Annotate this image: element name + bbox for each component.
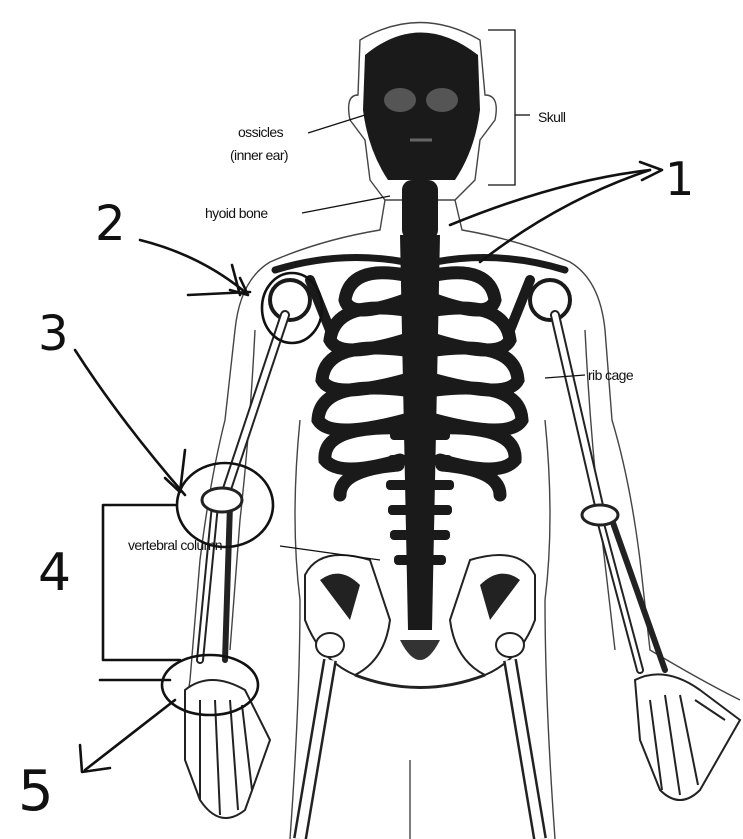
annotation-2: 2: [95, 196, 126, 252]
inner-ear-label: (inner ear): [230, 147, 288, 163]
ossicles-label: ossicles: [238, 124, 284, 140]
spine-bone: [386, 180, 454, 630]
skull-bone: [363, 33, 480, 181]
annotation-1: 1: [665, 152, 694, 206]
skull-label: Skull: [538, 109, 566, 125]
rib-cage-label: rib cage: [588, 367, 634, 383]
hyoid-label: hyoid bone: [205, 205, 268, 221]
annotation-5: 5: [18, 759, 54, 824]
hand-bones: [185, 674, 740, 818]
annotation-3: 3: [38, 306, 69, 362]
annotation-4: 4: [38, 543, 71, 603]
